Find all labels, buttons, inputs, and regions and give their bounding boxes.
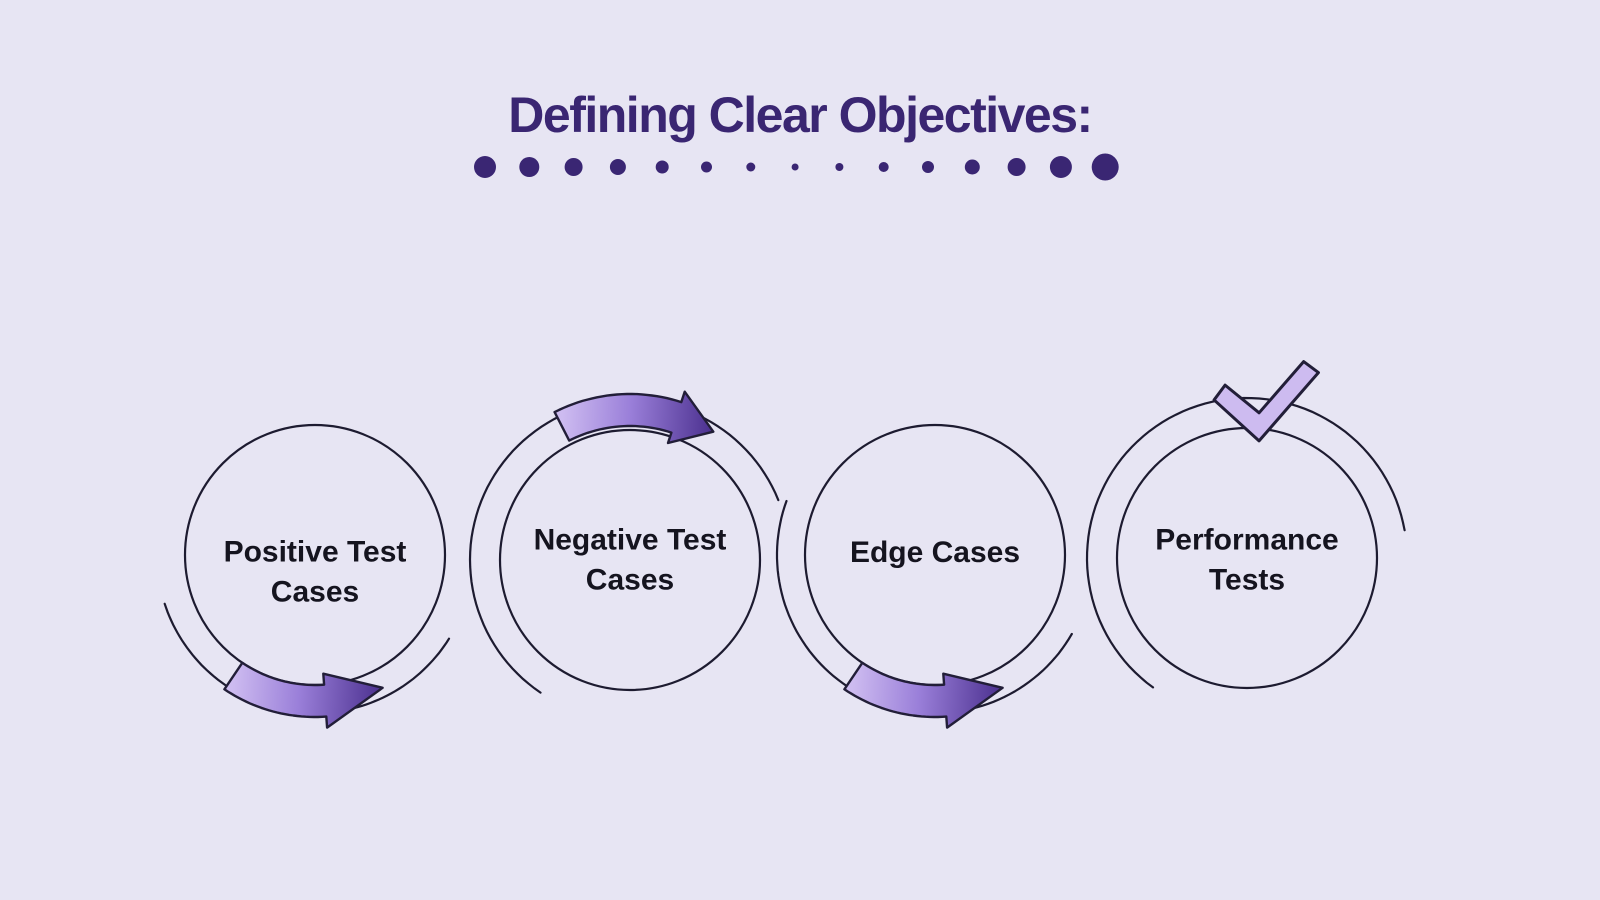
- title-dot: [835, 163, 844, 171]
- flow-arrow: [553, 390, 715, 445]
- flow-arrow: [843, 661, 1004, 729]
- flow-arrow: [223, 661, 384, 729]
- outer-arc: [1085, 396, 1406, 689]
- title-dot: [1091, 153, 1119, 181]
- title-dot: [1049, 156, 1072, 178]
- flow-step-1: [163, 423, 451, 729]
- title-dot: [519, 157, 540, 177]
- title-dot: [701, 161, 712, 173]
- title-dot: [655, 160, 669, 174]
- title-dot: [746, 162, 756, 172]
- title-dot: [609, 159, 626, 175]
- outer-arc: [775, 499, 1073, 715]
- flow-step-4: [1085, 360, 1406, 690]
- title-dot: [964, 159, 980, 175]
- main-circle: [803, 423, 1067, 687]
- outer-arc: [468, 398, 780, 694]
- title-dot: [1007, 158, 1026, 176]
- title-dot: [878, 162, 889, 172]
- title-dots: [474, 153, 1119, 181]
- title-dot: [474, 156, 496, 178]
- title-dot: [791, 163, 799, 171]
- page-title: Defining Clear Objectives:: [508, 87, 1093, 143]
- checkmark-icon: [1212, 360, 1320, 443]
- main-circle: [498, 428, 762, 692]
- flow-step-3: [775, 423, 1073, 729]
- title-dot: [564, 158, 583, 176]
- main-circle: [183, 423, 447, 687]
- flow-step-2: [468, 390, 780, 694]
- title-dot: [922, 161, 934, 173]
- main-circle: [1115, 426, 1379, 690]
